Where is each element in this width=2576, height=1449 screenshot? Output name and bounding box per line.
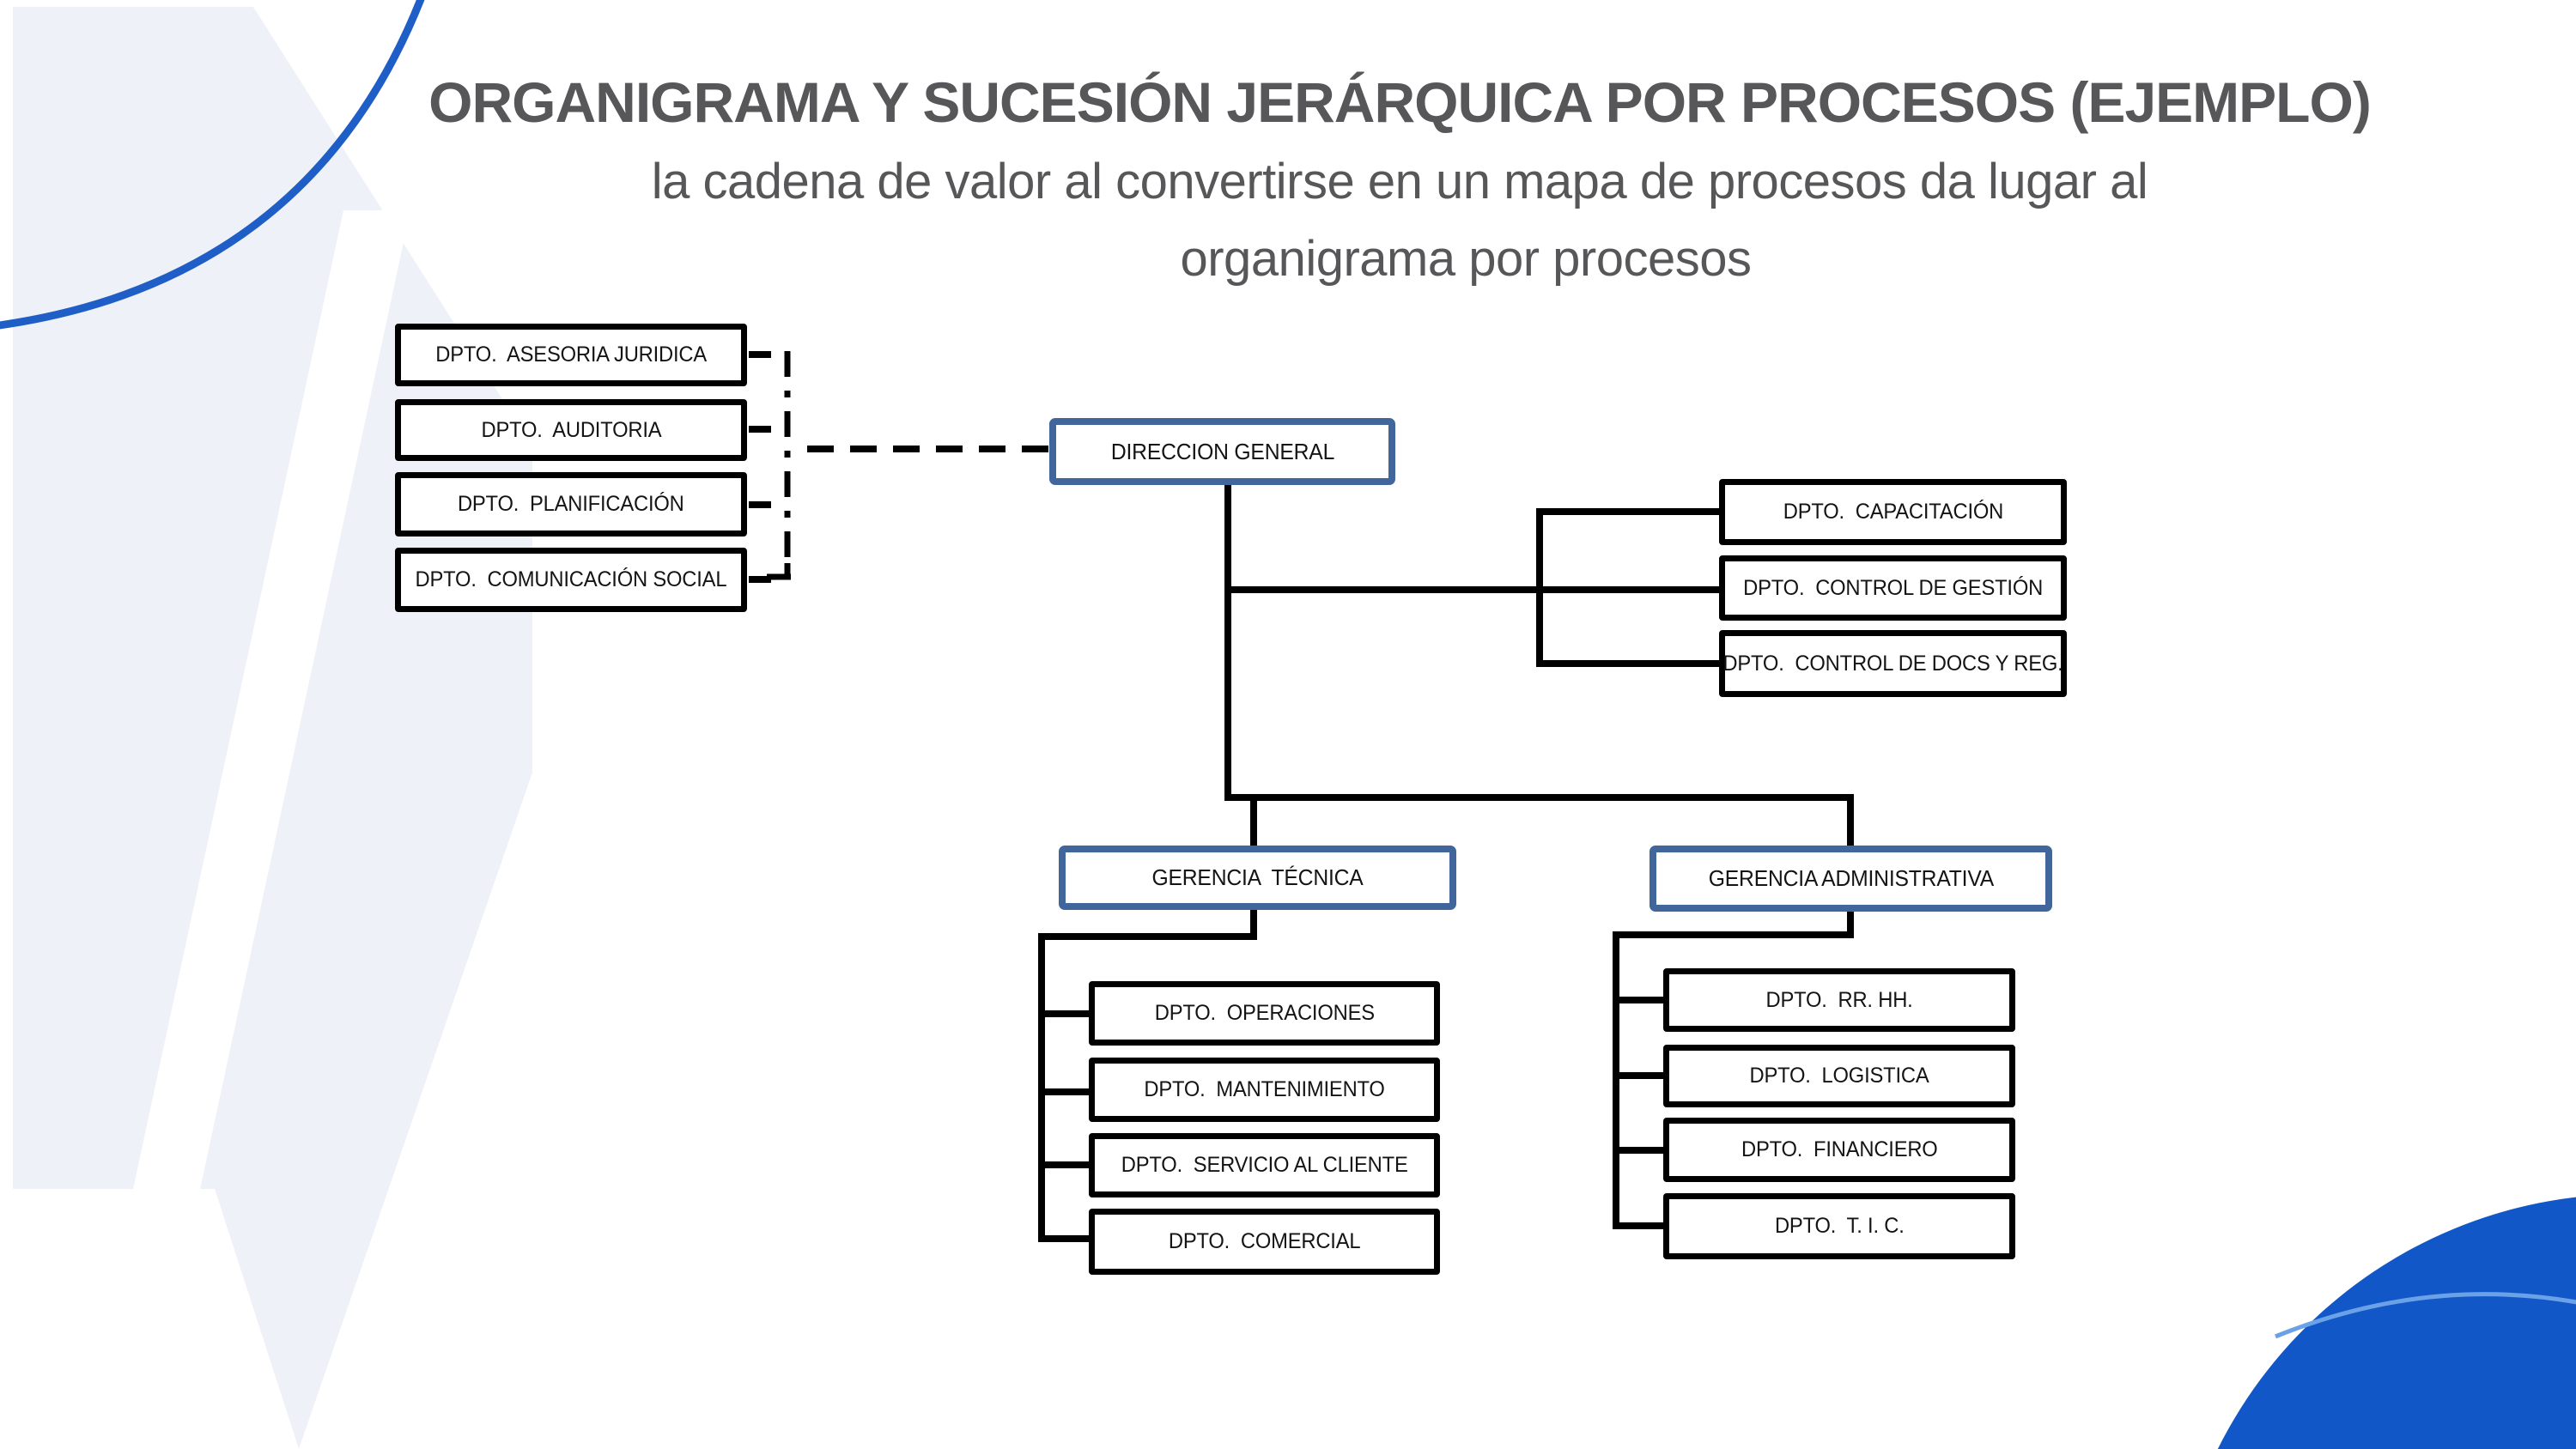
org-node-dpto-tic: DPTO. T. I. C. (1663, 1193, 2015, 1259)
org-node-dpto-comunicacion-social: DPTO. COMUNICACIÓN SOCIAL (395, 548, 747, 612)
watermark-letter-a-notch (0, 1189, 299, 1449)
watermark-letter-a-leg (77, 210, 410, 1449)
page-subtitle-line2: organigrama por procesos (1180, 231, 1752, 287)
org-node-dpto-comercial: DPTO. COMERCIAL (1089, 1209, 1440, 1275)
org-node-gerencia-tecnica: GERENCIA TÉCNICA (1059, 846, 1456, 910)
org-node-label: DPTO. COMERCIAL (1168, 1229, 1361, 1253)
org-node-label: DPTO. AUDITORIA (481, 417, 661, 442)
bottom-right-circle-decoration-icon (2217, 1197, 2576, 1449)
org-node-dpto-planificacion: DPTO. PLANIFICACIÓN (395, 472, 747, 537)
org-node-label: DPTO. RR. HH. (1765, 987, 1913, 1012)
connector-tecnica-children (1038, 906, 1257, 1242)
org-node-direccion-general: DIRECCION GENERAL (1049, 418, 1395, 485)
org-node-label: DPTO. CONTROL DE GESTIÓN (1743, 575, 2043, 600)
org-node-label: DPTO. OPERACIONES (1154, 1001, 1375, 1025)
org-node-dpto-capacitacion: DPTO. CAPACITACIÓN (1719, 479, 2067, 545)
org-node-label: DPTO. T. I. C. (1774, 1214, 1905, 1238)
page-subtitle-line1: la cadena de valor al convertirse en un … (651, 154, 2148, 209)
org-node-label: DPTO. CAPACITACIÓN (1783, 500, 2003, 524)
org-node-label: DPTO. LOGISTICA (1749, 1064, 1929, 1088)
connector-direccion-to-gerencias (1224, 482, 1854, 846)
page-title: ORGANIGRAMA Y SUCESIÓN JERÁRQUICA POR PR… (428, 70, 2372, 134)
org-node-label: DPTO. MANTENIMIENTO (1144, 1077, 1385, 1101)
org-node-label: DPTO. CONTROL DE DOCS Y REG. (1722, 651, 2063, 676)
org-node-dpto-mantenimiento: DPTO. MANTENIMIENTO (1089, 1058, 1440, 1122)
org-node-label: DIRECCION GENERAL (1110, 438, 1334, 464)
org-node-dpto-control-de-docs-y-reg: DPTO. CONTROL DE DOCS Y REG. (1719, 630, 2067, 697)
staff-left-stub-lines (749, 351, 771, 583)
org-node-label: GERENCIA TÉCNICA (1151, 864, 1364, 890)
connector-administrativa-children (1613, 908, 1854, 1229)
org-node-label: GERENCIA ADMINISTRATIVA (1708, 865, 1994, 891)
org-node-dpto-control-de-gestion: DPTO. CONTROL DE GESTIÓN (1719, 555, 2067, 621)
org-node-gerencia-administrativa: GERENCIA ADMINISTRATIVA (1649, 846, 2052, 912)
org-node-dpto-auditoria: DPTO. AUDITORIA (395, 399, 747, 461)
connector-direccion-to-staff-right (1228, 508, 1719, 667)
org-node-dpto-operaciones: DPTO. OPERACIONES (1089, 981, 1440, 1046)
org-node-dpto-rr-hh: DPTO. RR. HH. (1663, 968, 2015, 1032)
org-node-label: DPTO. FINANCIERO (1741, 1137, 1938, 1161)
org-node-label: DPTO. PLANIFICACIÓN (458, 492, 684, 516)
org-node-dpto-financiero: DPTO. FINANCIERO (1663, 1118, 2015, 1182)
top-left-arc-decoration-icon (0, 0, 425, 330)
org-node-dpto-asesoria-juridica: DPTO. ASESORIA JURIDICA (395, 324, 747, 386)
org-node-label: DPTO. SERVICIO AL CLIENTE (1121, 1153, 1408, 1177)
org-node-dpto-servicio-al-cliente: DPTO. SERVICIO AL CLIENTE (1089, 1133, 1440, 1197)
org-node-label: DPTO. COMUNICACIÓN SOCIAL (415, 567, 727, 591)
staff-left-rail-elbow (767, 563, 791, 580)
org-node-label: DPTO. ASESORIA JURIDICA (435, 343, 707, 367)
org-node-dpto-logistica: DPTO. LOGISTICA (1663, 1045, 2015, 1107)
bottom-right-inner-arc-icon (2275, 1292, 2576, 1339)
